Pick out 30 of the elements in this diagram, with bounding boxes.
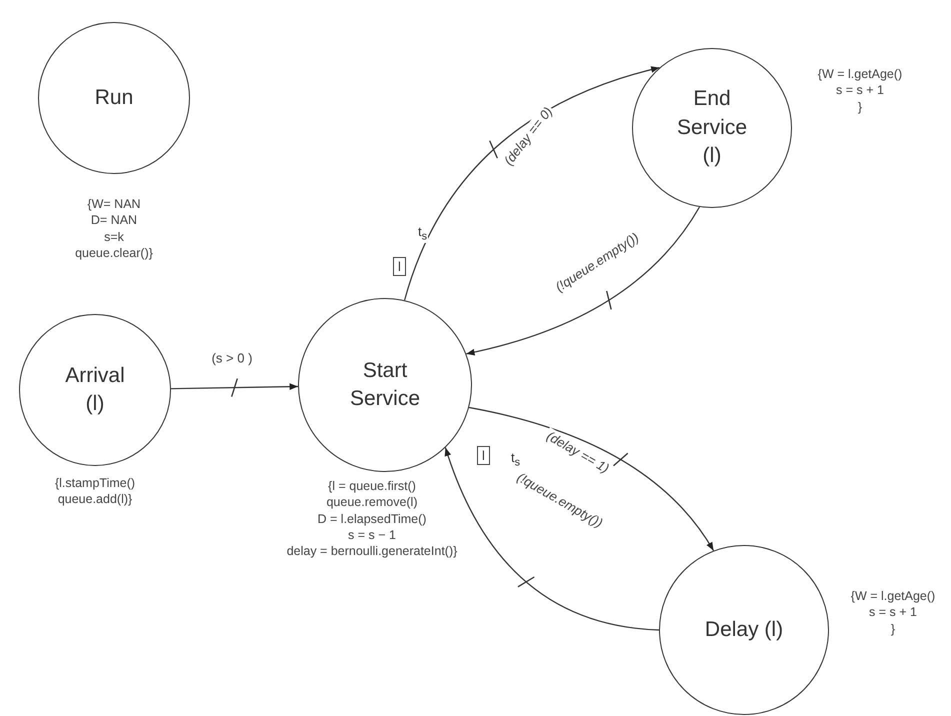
action-text: {l.stampTime() [54, 475, 136, 492]
action-text: {W = l.getAge() [850, 588, 936, 604]
transition-arrow [468, 406, 714, 551]
state-name: Run [94, 84, 134, 111]
action-text: {W = l.getAge() [818, 66, 902, 82]
action-text: s = s + 1 [836, 82, 884, 98]
state-name: Start Service [348, 358, 422, 412]
parameter-box: l [477, 446, 490, 465]
transition-arrow [404, 66, 660, 300]
action-text: s=k [104, 228, 124, 245]
state-name: Delay (l) [704, 616, 784, 643]
action-text: } [890, 620, 896, 637]
action-text: D = l.elapsedTime() [318, 510, 426, 527]
transition-arrow [170, 383, 298, 390]
state-name: End Service (l) [676, 86, 748, 170]
action-text: {W= NAN [87, 196, 141, 212]
transition-arrow [466, 206, 700, 356]
action-text: delay = bernoulli.generateInt()} [286, 543, 458, 560]
action-text: s = s + 1 [869, 604, 917, 620]
action-text: } [858, 98, 862, 115]
parameter-box: l [393, 257, 406, 276]
edge-label: (s > 0 ) [210, 350, 254, 366]
transition-arrow [444, 447, 660, 631]
action-text: D= NAN [90, 212, 138, 228]
action-text: queue.remove(l) [326, 494, 418, 510]
action-text: s = s − 1 [348, 526, 396, 543]
state-name: Arrival (l) [64, 362, 126, 417]
action-text: {l = queue.first() [328, 478, 416, 494]
action-text: queue.clear()} [75, 244, 153, 261]
action-text: queue.add(l)} [58, 491, 132, 508]
